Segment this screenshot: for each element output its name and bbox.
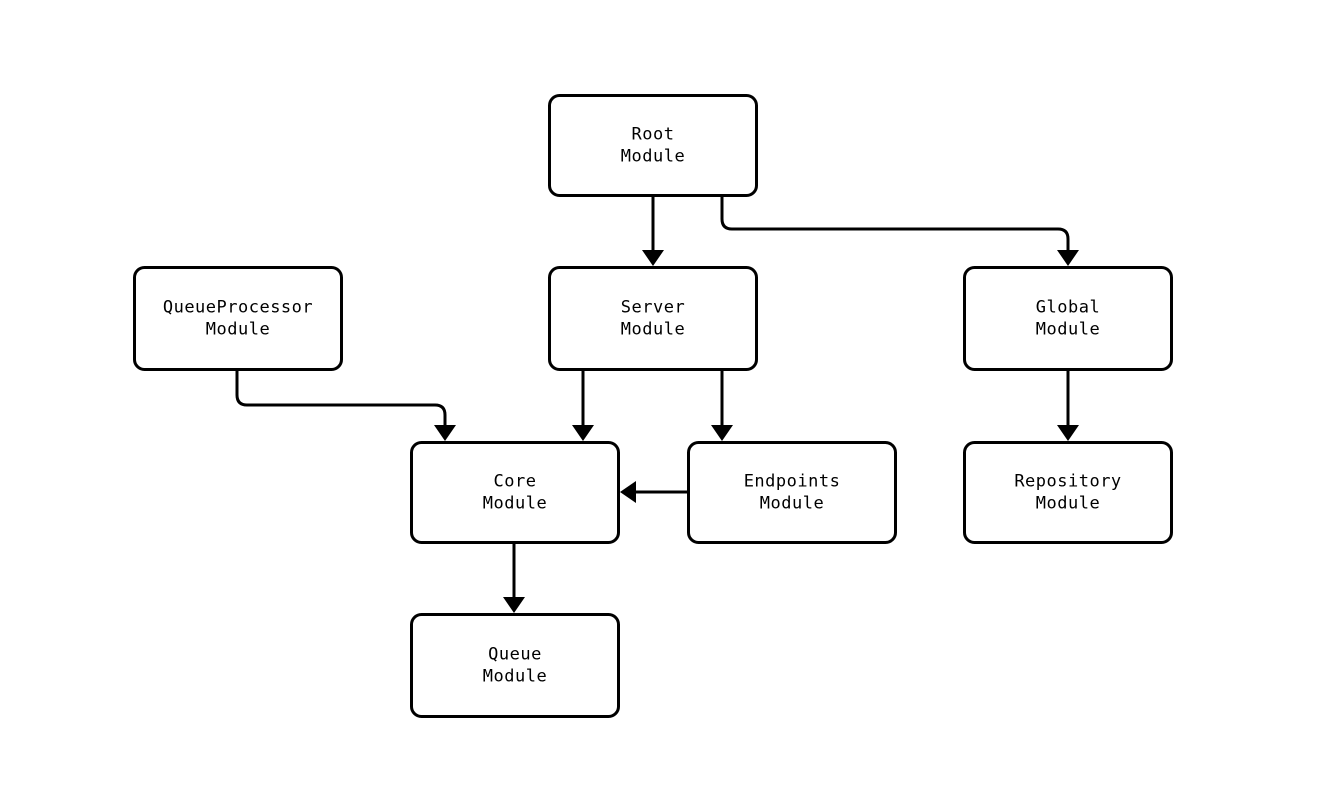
node-label-global-line1: Global [1036, 298, 1100, 318]
node-box-queue[interactable] [410, 613, 620, 718]
edge-line-queueprocessor-to-core [235, 371, 447, 425]
arrowhead-icon-root-to-server [642, 250, 664, 266]
edge-core-to-queue [503, 544, 525, 613]
node-label-repository-line2: Module [1036, 494, 1100, 514]
edges-layer [235, 197, 1079, 613]
edge-global-to-repository [1057, 371, 1079, 441]
edge-root-to-server [642, 197, 664, 266]
node-label-root-line2: Module [621, 147, 685, 167]
arrowhead-icon-queueprocessor-to-core [434, 425, 456, 441]
node-label-repository-line1: Repository [1014, 472, 1121, 492]
edge-root-to-global [720, 197, 1079, 266]
arrowhead-icon-root-to-global [1057, 250, 1079, 266]
node-label-queue-line2: Module [483, 667, 547, 687]
node-label-core-line1: Core [494, 472, 537, 492]
node-box-server[interactable] [548, 266, 758, 371]
node-label-queueprocessor-line2: Module [206, 320, 270, 340]
node-label-core-line2: Module [483, 494, 547, 514]
node-box-queueprocessor[interactable] [133, 266, 343, 371]
node-label-queueprocessor-line1: QueueProcessor [163, 298, 313, 318]
node-label-server-line2: Module [621, 320, 685, 340]
arrowhead-icon-core-to-queue [503, 597, 525, 613]
node-box-core[interactable] [410, 441, 620, 544]
node-box-endpoints[interactable] [687, 441, 897, 544]
node-label-global-line2: Module [1036, 320, 1100, 340]
node-box-global[interactable] [963, 266, 1173, 371]
arrowhead-icon-global-to-repository [1057, 425, 1079, 441]
edge-queueprocessor-to-core [235, 371, 456, 441]
nodes-layer: RootModuleQueueProcessorModuleServerModu… [133, 94, 1173, 718]
node-box-root[interactable] [548, 94, 758, 197]
node-box-repository[interactable] [963, 441, 1173, 544]
edge-server-to-endpoints [711, 371, 733, 441]
edge-server-to-core [572, 371, 594, 441]
arrowhead-icon-endpoints-to-core [620, 481, 636, 503]
edge-line-root-to-global [720, 197, 1070, 250]
node-label-endpoints-line2: Module [760, 494, 824, 514]
node-label-endpoints-line1: Endpoints [744, 472, 841, 492]
node-label-server-line1: Server [621, 298, 685, 318]
arrowhead-icon-server-to-endpoints [711, 425, 733, 441]
arrowhead-icon-server-to-core [572, 425, 594, 441]
edge-endpoints-to-core [620, 481, 687, 503]
node-label-queue-line1: Queue [488, 645, 542, 665]
node-label-root-line1: Root [632, 125, 675, 145]
